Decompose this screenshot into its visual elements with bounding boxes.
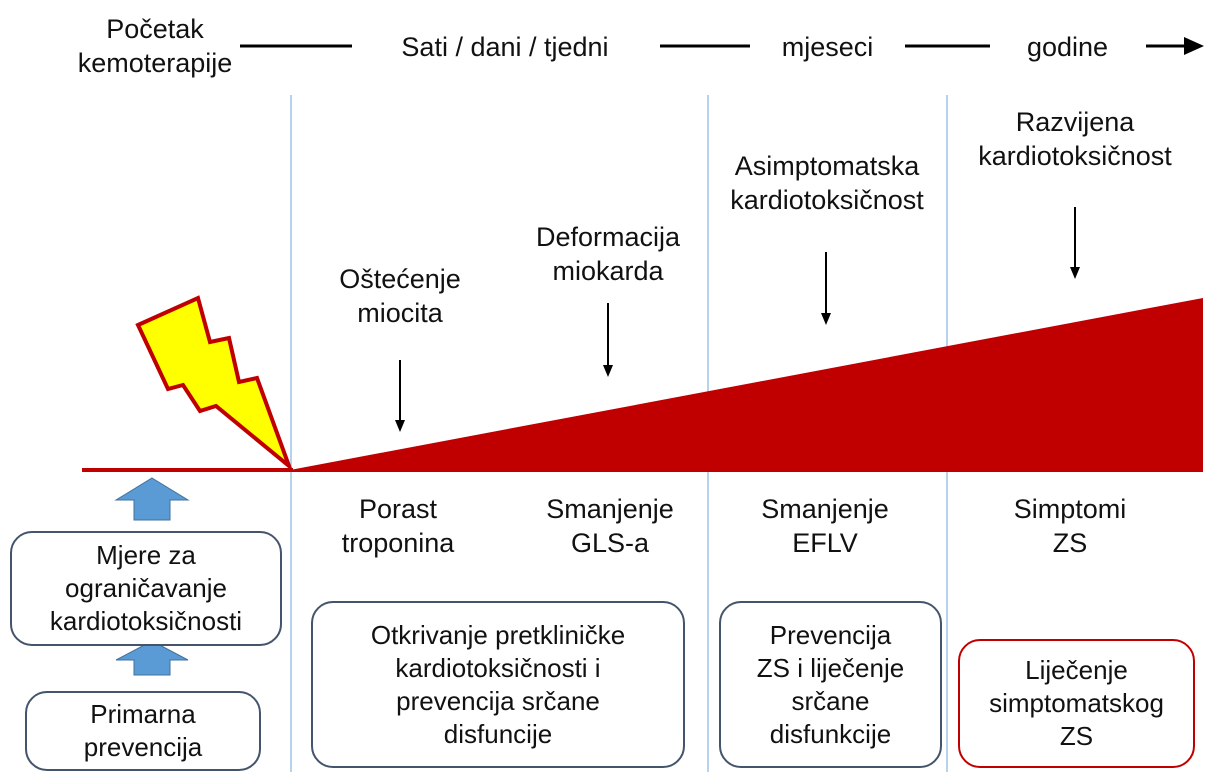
down-arrow-icon [395, 360, 405, 432]
box-symptomatic-hf-treatment: Liječenje simptomatskog ZS [958, 639, 1195, 768]
timeline-period-years: godine [1026, 32, 1109, 62]
right-arrow-icon [1184, 37, 1204, 55]
box-preclinical-detection: Otkrivanje pretkliničke kardiotoksičnost… [311, 601, 685, 768]
lightning-bolt-icon [135, 295, 294, 473]
down-arrow-icon [821, 252, 831, 325]
down-arrow-icon [603, 303, 613, 377]
down-arrow-icon [1070, 207, 1080, 279]
timeline-period-months: mjeseci [781, 32, 874, 62]
up-arrow-icon [114, 477, 190, 521]
box-hf-prevention: Prevencija ZS i liječenje srčane disfunk… [719, 601, 942, 768]
timeline-start-label: Početak kemoterapije [77, 14, 233, 78]
timeline-period-hours-days-weeks: Sati / dani / tjedni [401, 32, 609, 62]
box-primary-prevention: Primarna prevencija [25, 691, 261, 771]
cardiotoxicity-wedge [290, 298, 1203, 472]
up-arrow-icon [115, 640, 189, 676]
box-limiting-cardiotoxicity: Mjere za ograničavanje kardiotoksičnosti [10, 531, 282, 646]
